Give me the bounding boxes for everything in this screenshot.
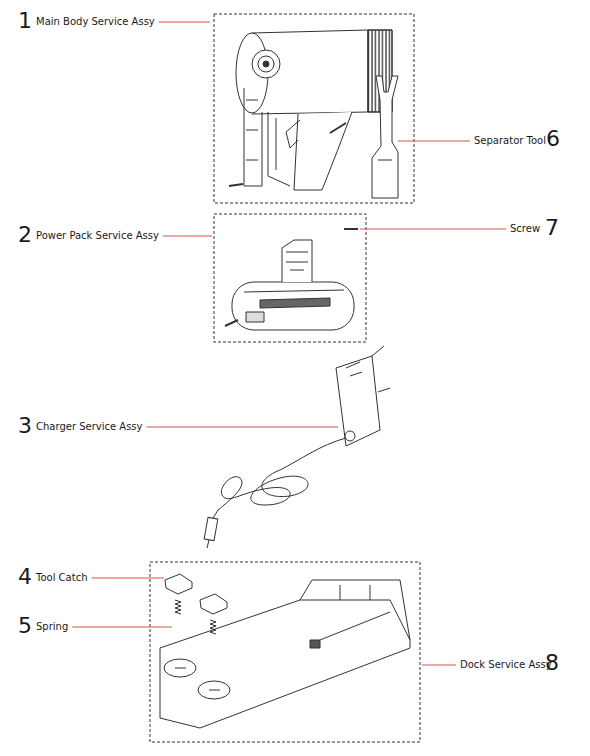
tool-catch	[165, 574, 192, 594]
spring	[175, 600, 181, 614]
part-name: Separator Tool	[474, 136, 546, 146]
part-name: Power Pack Service Assy	[36, 231, 159, 241]
part-name: Main Body Service Assy	[36, 17, 155, 27]
leader-line	[91, 578, 164, 579]
callout-number: 2	[18, 224, 32, 246]
leader-line	[360, 229, 506, 230]
leader-line	[147, 427, 339, 428]
tool-catch	[200, 594, 227, 614]
part-name: Spring	[36, 622, 68, 632]
leader-line	[163, 236, 212, 237]
leader-line	[72, 627, 172, 628]
power-pack	[225, 229, 358, 330]
leader-line	[398, 141, 470, 142]
part-name: Dock Service Assy	[460, 660, 552, 670]
group-box	[150, 562, 420, 742]
leader-line	[159, 22, 210, 23]
callout-number: 3	[18, 415, 32, 437]
part-name: Tool Catch	[36, 573, 87, 583]
leader-line	[422, 665, 456, 666]
group-box	[214, 214, 366, 342]
main-body	[229, 30, 392, 190]
callout-number: 1	[18, 10, 32, 32]
spring	[210, 620, 216, 634]
callout-number: 6	[546, 128, 560, 150]
charger	[204, 346, 390, 548]
group-box	[214, 14, 414, 203]
callout-number: 7	[545, 217, 559, 239]
part-name: Charger Service Assy	[36, 422, 143, 432]
separator-tool	[372, 76, 398, 198]
part-name: Screw	[510, 224, 540, 234]
callout-number: 5	[18, 615, 32, 637]
callout-number: 4	[18, 566, 32, 588]
dock	[160, 574, 410, 728]
